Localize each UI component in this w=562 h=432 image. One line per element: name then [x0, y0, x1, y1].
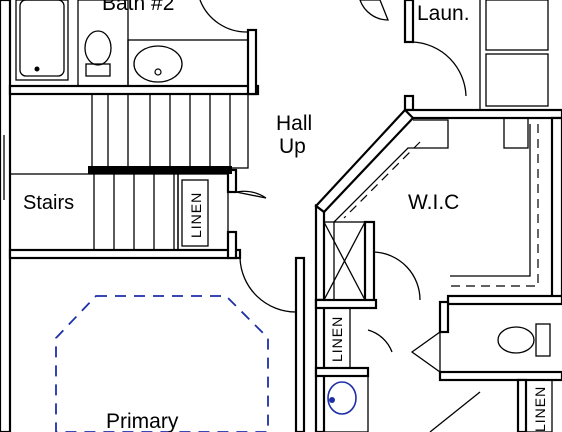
wic-bottom-wall	[446, 294, 562, 306]
bath2-fixtures	[15, 0, 249, 87]
toilet-door-leaf	[410, 330, 441, 374]
bath2-toilet-tank	[85, 63, 111, 77]
toilet-left-wall-upper	[438, 300, 450, 334]
bathtub-inner	[19, 0, 65, 77]
laundry-door-swing	[412, 41, 467, 97]
linen-bath-bottom-wall	[314, 366, 370, 378]
wic-door-swing	[373, 251, 421, 301]
bath2-sink-drain	[154, 68, 162, 76]
left-exterior-wall	[0, 0, 12, 432]
toilet-bottom-wall	[438, 370, 562, 382]
bath2-door-leaf	[359, 0, 389, 21]
bath-left-wall	[314, 298, 326, 432]
shower-bottom-wall	[314, 298, 378, 310]
primary-toilet-tank	[535, 323, 551, 357]
primary-toilet-icon	[497, 326, 535, 354]
toilet-room	[410, 323, 553, 432]
label-linen-right: LINEN	[532, 386, 548, 432]
room-label-wic: W.I.C	[408, 191, 459, 214]
stairs-bottom-wall	[8, 248, 242, 260]
vanity-counter	[127, 39, 249, 87]
shower-left-wall	[314, 203, 326, 302]
wic-rod-right	[448, 124, 539, 287]
primary-tray-ceiling	[55, 295, 269, 432]
bath2-door-swing	[199, 0, 249, 33]
stair-landing-rail	[88, 166, 232, 174]
dryer	[485, 53, 549, 107]
bath2-bottom-wall	[8, 84, 260, 96]
laundry-fixtures	[359, 0, 549, 110]
primary-faucet-icon	[329, 397, 335, 403]
wic-shelf-right	[450, 124, 531, 277]
label-linen-stair: LINEN	[188, 192, 204, 238]
bath2-sink-icon	[133, 45, 183, 83]
laundry-bottom-wall	[403, 108, 562, 120]
room-label-stairs: Stairs	[23, 192, 74, 214]
wic-shelving	[333, 117, 539, 301]
room-label-bath2: Bath #2	[102, 0, 174, 15]
primary-right-wall	[294, 256, 306, 432]
room-label-hall-up: Up	[279, 135, 306, 158]
laundry-left-wall	[403, 0, 415, 44]
shower	[323, 221, 366, 301]
shower-right-wall	[363, 220, 376, 304]
bath-door-leaf	[429, 391, 481, 432]
primary-sink-icon	[327, 381, 357, 415]
wic-shelf-block	[503, 117, 529, 149]
tub-drain	[34, 66, 40, 72]
laundry-left-wall-lower	[403, 94, 415, 112]
room-label-primary: Primary	[106, 410, 179, 432]
bathtub	[15, 0, 69, 81]
room-label-hall: Hall	[276, 112, 312, 135]
bath2-toilet-icon	[84, 30, 112, 66]
linen-closet-stair	[177, 173, 229, 251]
wic-right-wall	[550, 116, 562, 304]
linen-right-left-wall	[516, 378, 528, 432]
linen-closet-bath	[323, 307, 351, 369]
bath2-right-wall	[246, 28, 258, 96]
linen-shelf-stair	[181, 179, 209, 247]
linen-bath-door-swing	[367, 329, 393, 353]
label-linen-bath: LINEN	[329, 316, 345, 362]
linen-closet-right	[525, 379, 553, 432]
linen-wall-lower	[226, 230, 238, 260]
primary-door-swing	[239, 257, 297, 313]
wic-shelf-outline	[333, 119, 449, 300]
primary-vanity	[323, 375, 369, 432]
stair-treads	[9, 93, 249, 251]
washer	[485, 0, 549, 51]
wic-rod-angled	[343, 141, 421, 219]
room-label-laundry: Laun.	[417, 2, 470, 25]
